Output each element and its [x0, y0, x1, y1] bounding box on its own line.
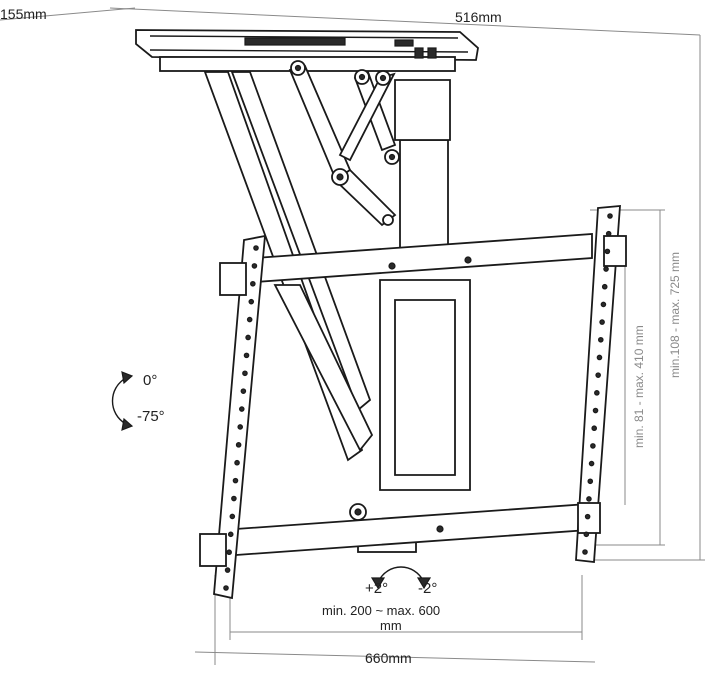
- right-bracket-hole: [590, 443, 596, 449]
- right-bracket-hole: [604, 248, 611, 255]
- left-bracket-hole: [223, 585, 229, 591]
- mount-width-label: 660mm: [365, 650, 412, 666]
- left-bracket-hole: [226, 549, 232, 556]
- vesa-horizontal-unit-label: mm: [380, 618, 402, 633]
- right-bracket-hole: [591, 425, 598, 432]
- right-bracket-hole: [600, 301, 607, 308]
- left-bracket-hole: [234, 459, 240, 466]
- left-bracket-hole: [246, 316, 253, 323]
- left-bracket-hole: [248, 298, 255, 305]
- right-bracket-hole: [607, 213, 613, 219]
- mounting-holes: [223, 213, 613, 591]
- right-vertical-bracket: [575, 205, 627, 563]
- swivel-arrow-icon: [370, 566, 432, 590]
- right-bracket-hole: [592, 407, 599, 414]
- right-bracket-hole: [596, 354, 603, 361]
- left-bracket-hole: [250, 280, 256, 287]
- left-bracket-hole: [229, 513, 236, 520]
- height-range-label: min.108 - max. 725 mm: [668, 251, 682, 378]
- tilt-up-label: 0°: [143, 372, 158, 389]
- width-dimension-label: 516mm: [455, 9, 502, 25]
- left-bracket-hole: [237, 424, 244, 430]
- right-bracket-hole: [594, 390, 600, 396]
- right-bracket-hole: [583, 531, 590, 538]
- tilt-down-label: -75°: [137, 408, 165, 425]
- right-bracket-hole: [601, 283, 608, 290]
- right-bracket-hole: [586, 496, 592, 502]
- left-bracket-hole: [232, 477, 239, 484]
- right-bracket-hole: [603, 266, 609, 272]
- pivot-bolts: [290, 60, 400, 521]
- left-bracket-hole: [245, 334, 251, 341]
- left-bracket-hole: [235, 442, 242, 448]
- left-bracket-hole: [231, 495, 237, 502]
- left-bracket-hole: [240, 388, 247, 394]
- left-bracket-hole: [227, 531, 234, 538]
- depth-dimension-label: 155mm: [0, 6, 47, 22]
- vesa-horizontal-label: min. 200 ~ max. 600: [322, 603, 441, 618]
- right-bracket-hole: [599, 319, 605, 325]
- left-bracket-hole: [243, 352, 250, 359]
- left-bracket-hole: [251, 263, 258, 269]
- ceiling-plate: [135, 29, 479, 72]
- tilt-arrow-icon: [111, 371, 134, 431]
- right-bracket-hole: [587, 478, 594, 485]
- right-bracket-hole: [605, 230, 612, 237]
- left-bracket-hole: [224, 567, 231, 573]
- left-bracket-hole: [242, 370, 248, 377]
- left-vertical-bracket: [199, 234, 267, 600]
- swivel-right-label: -2°: [418, 580, 438, 597]
- left-bracket-hole: [253, 245, 259, 251]
- left-bracket-hole: [238, 406, 245, 412]
- right-bracket-hole: [588, 460, 595, 467]
- right-bracket-hole: [584, 513, 591, 520]
- right-bracket-hole: [595, 372, 601, 378]
- right-bracket-hole: [582, 549, 588, 555]
- vesa-vertical-label: min. 81 - max. 410 mm: [632, 325, 646, 448]
- swivel-left-label: +2°: [365, 580, 389, 597]
- right-bracket-hole: [597, 336, 604, 343]
